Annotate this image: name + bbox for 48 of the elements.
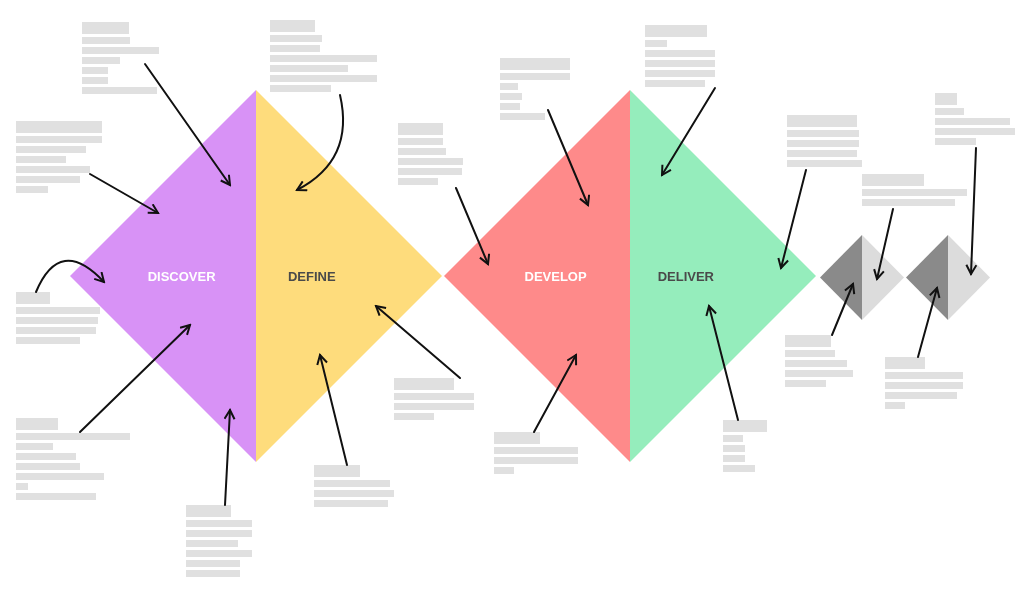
placeholder-text-block bbox=[935, 93, 1015, 148]
arrow bbox=[873, 208, 894, 280]
placeholder-text-block bbox=[186, 505, 252, 580]
arrow bbox=[455, 187, 491, 265]
arrow bbox=[533, 354, 578, 433]
placeholder-text-block bbox=[723, 420, 767, 475]
triangle-panel bbox=[820, 235, 862, 320]
stage-label: DEFINE bbox=[287, 268, 336, 284]
placeholder-text-block bbox=[494, 432, 578, 477]
arrow bbox=[831, 283, 856, 336]
placeholder-text-block bbox=[394, 378, 474, 423]
triangle-panel bbox=[862, 235, 904, 320]
triangle-panel bbox=[906, 235, 948, 320]
placeholder-text-block bbox=[398, 123, 463, 188]
placeholder-text-block bbox=[82, 22, 159, 97]
placeholder-text-block bbox=[16, 292, 100, 347]
triangle-panel bbox=[630, 90, 816, 462]
arrow bbox=[547, 109, 591, 206]
arrow bbox=[316, 354, 348, 466]
placeholder-text-block bbox=[645, 25, 715, 90]
placeholder-text-block bbox=[885, 357, 963, 412]
placeholder-text-block bbox=[270, 20, 377, 95]
placeholder-text-block bbox=[314, 465, 394, 510]
triangle-panel bbox=[70, 90, 256, 462]
triangle-panel bbox=[948, 235, 990, 320]
stage-label: DELIVER bbox=[657, 268, 714, 284]
arrow bbox=[296, 94, 344, 191]
arrow bbox=[777, 169, 807, 269]
stage-label: DEVELOP bbox=[524, 268, 587, 284]
arrow bbox=[917, 287, 941, 358]
arrow bbox=[661, 87, 716, 176]
placeholder-text-block bbox=[787, 115, 862, 170]
arrow bbox=[223, 409, 236, 506]
arrow bbox=[965, 147, 978, 275]
triangle-panel bbox=[256, 90, 442, 462]
placeholder-text-block bbox=[500, 58, 570, 123]
placeholder-text-block bbox=[785, 335, 853, 390]
placeholder-text-block bbox=[862, 174, 967, 209]
stage-label: DISCOVER bbox=[147, 268, 216, 284]
placeholder-text-block bbox=[16, 418, 130, 503]
arrow bbox=[375, 305, 461, 379]
placeholder-text-block bbox=[16, 121, 102, 196]
triangle-panel bbox=[444, 90, 630, 462]
arrow bbox=[144, 63, 231, 186]
arrow bbox=[705, 305, 739, 421]
arrow bbox=[79, 324, 191, 433]
arrow bbox=[35, 259, 105, 293]
arrow bbox=[89, 173, 159, 214]
